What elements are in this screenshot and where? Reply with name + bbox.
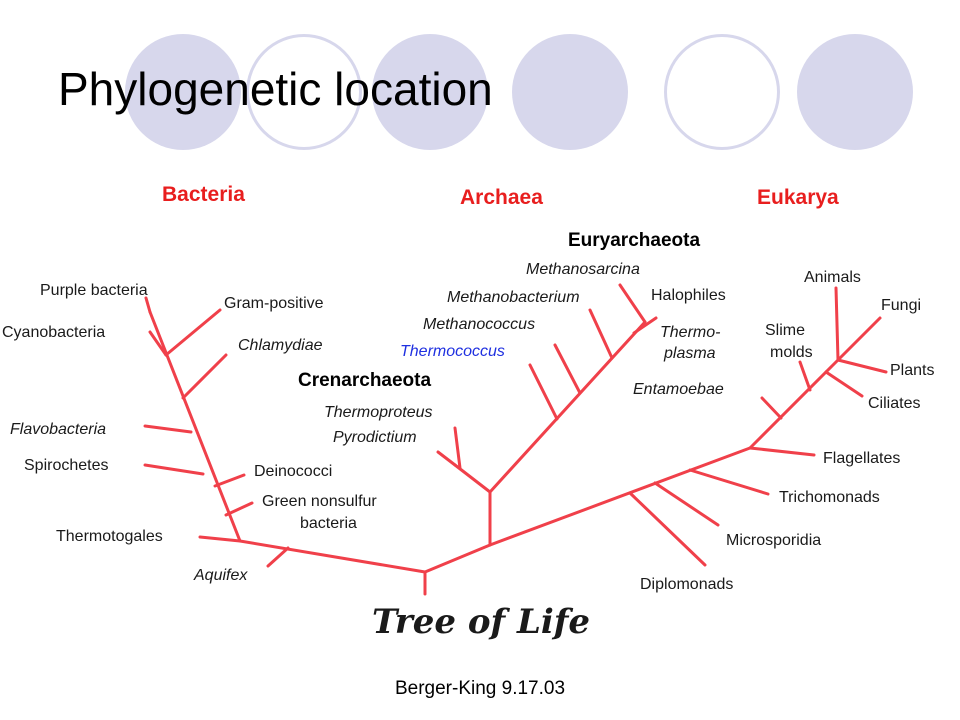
label-thermoplasma-2: plasma bbox=[663, 345, 716, 362]
slide-footer: Berger-King 9.17.03 bbox=[394, 678, 566, 699]
label-thermoplasma-1: Thermo- bbox=[660, 324, 720, 341]
label-slime: Slime bbox=[765, 322, 805, 339]
label-entamoebae: Entamoebae bbox=[633, 381, 724, 398]
domain-eukarya: Eukarya bbox=[757, 186, 839, 209]
label-methanosarcina: Methanosarcina bbox=[526, 261, 640, 278]
label-plants: Plants bbox=[890, 362, 934, 379]
label-chlamydiae: Chlamydiae bbox=[238, 337, 323, 354]
decor-circle-6 bbox=[797, 34, 913, 150]
domain-archaea: Archaea bbox=[460, 186, 543, 209]
label-deinococci: Deinococci bbox=[254, 463, 332, 480]
label-spirochetes: Spirochetes bbox=[24, 457, 109, 474]
group-crenarchaeota: Crenarchaeota bbox=[298, 370, 431, 391]
label-methanococcus: Methanococcus bbox=[423, 316, 535, 333]
domain-bacteria: Bacteria bbox=[162, 183, 245, 206]
label-methanobacterium: Methanobacterium bbox=[447, 289, 580, 306]
label-flavobacteria: Flavobacteria bbox=[10, 421, 106, 438]
tree-caption: Tree of Life bbox=[372, 602, 590, 642]
decor-circle-3 bbox=[372, 34, 488, 150]
label-thermococcus: Thermococcus bbox=[400, 343, 505, 360]
label-molds: molds bbox=[770, 344, 813, 361]
label-fungi: Fungi bbox=[881, 297, 921, 314]
decor-circle-5 bbox=[664, 34, 780, 150]
label-gram-positive: Gram-positive bbox=[224, 295, 324, 312]
label-animals: Animals bbox=[804, 269, 861, 286]
label-halophiles: Halophiles bbox=[651, 287, 726, 304]
label-diplomonads: Diplomonads bbox=[640, 576, 733, 593]
group-euryarchaeota: Euryarchaeota bbox=[568, 230, 700, 251]
label-pyrodictium: Pyrodictium bbox=[333, 429, 417, 446]
label-green-nonsulfur-bacteria: bacteria bbox=[300, 515, 357, 532]
label-cyanobacteria: Cyanobacteria bbox=[2, 324, 105, 341]
label-thermotogales: Thermotogales bbox=[56, 528, 163, 545]
decor-circle-2 bbox=[246, 34, 362, 150]
decor-circle-4 bbox=[512, 34, 628, 150]
label-green-nonsulfur: Green nonsulfur bbox=[262, 493, 377, 510]
label-aquifex: Aquifex bbox=[193, 567, 248, 584]
label-microsporidia: Microsporidia bbox=[726, 532, 821, 549]
slide-title: Phylogenetic location bbox=[58, 63, 493, 115]
label-thermoproteus: Thermoproteus bbox=[324, 404, 433, 421]
label-ciliates: Ciliates bbox=[868, 395, 920, 412]
tree-branches bbox=[143, 283, 888, 596]
label-flagellates: Flagellates bbox=[823, 450, 900, 467]
decor-circle-1 bbox=[125, 34, 241, 150]
label-purple-bacteria: Purple bacteria bbox=[40, 282, 148, 299]
label-trichomonads: Trichomonads bbox=[779, 489, 880, 506]
